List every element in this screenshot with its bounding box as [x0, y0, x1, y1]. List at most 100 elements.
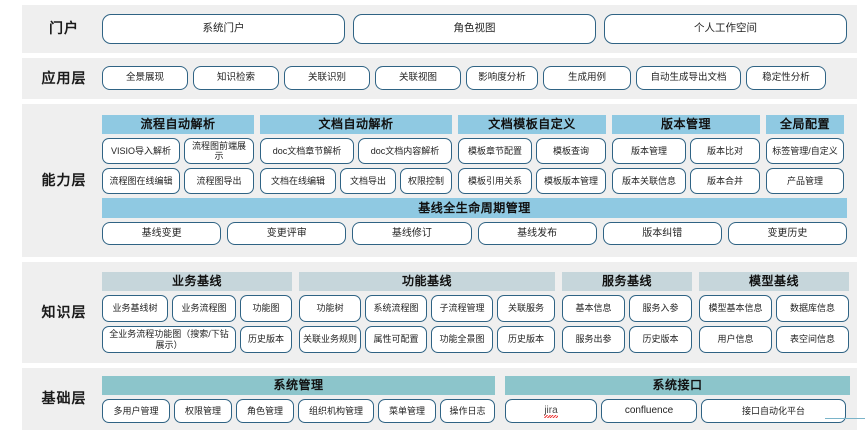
lifecycle-button[interactable]: 变更评审: [227, 222, 347, 246]
band-label-base: 基础层: [41, 390, 87, 407]
application-button[interactable]: 关联识别: [284, 66, 370, 91]
knowledge-button[interactable]: 历史版本: [240, 326, 292, 354]
knowledge-button-row: 服务出参历史版本: [562, 326, 692, 354]
capability-button[interactable]: 流程图前端展示: [184, 138, 254, 165]
lifecycle-button[interactable]: 基线变更: [102, 222, 222, 246]
base-button[interactable]: 权限管理: [174, 398, 232, 423]
capability-button[interactable]: 版本管理: [612, 138, 686, 165]
capability-button[interactable]: 流程图导出: [184, 168, 254, 195]
capability-button[interactable]: 模板查询: [536, 138, 606, 165]
button-label: 系统门户: [202, 22, 245, 35]
band-label-portal: 门户: [49, 20, 79, 37]
knowledge-button[interactable]: 表空间信息: [776, 326, 849, 354]
knowledge-button[interactable]: 用户信息: [699, 326, 772, 354]
knowledge-button[interactable]: 全业务流程功能图（搜索/下钻展示）: [102, 326, 236, 354]
button-label: 流程图前端展示: [191, 141, 246, 162]
capability-button[interactable]: VISIO导入解析: [102, 138, 180, 165]
portal-button[interactable]: 个人工作空间: [604, 13, 847, 44]
capability-button[interactable]: 版本关联信息: [612, 168, 686, 195]
base-button[interactable]: 角色管理: [236, 398, 294, 423]
capability-button[interactable]: 版本比对: [690, 138, 760, 165]
portal-button[interactable]: 系统门户: [102, 13, 345, 44]
knowledge-button[interactable]: 业务流程图: [172, 295, 236, 323]
knowledge-button[interactable]: 功能树: [299, 295, 361, 323]
application-button-row: 全景展现知识检索关联识别关联视图影响度分析生成用例自动生成导出文档稳定性分析: [102, 66, 847, 91]
button-label: 流程图在线编辑: [109, 176, 173, 187]
knowledge-button[interactable]: 关联业务规则: [299, 326, 361, 354]
base-button[interactable]: 菜单管理: [378, 398, 436, 423]
capability-button[interactable]: 模板章节配置: [458, 138, 532, 165]
lifecycle-button[interactable]: 基线修订: [352, 222, 472, 246]
capability-button[interactable]: doc文档章节解析: [260, 138, 354, 165]
lifecycle-button[interactable]: 变更历史: [727, 222, 848, 246]
capability-button[interactable]: 模板版本管理: [536, 168, 606, 195]
capability-button[interactable]: 标签管理/自定义: [766, 138, 844, 165]
button-label: 角色视图: [453, 22, 496, 35]
knowledge-button[interactable]: 服务入参: [629, 295, 692, 323]
capability-button[interactable]: 流程图在线编辑: [102, 168, 180, 195]
capability-button[interactable]: 权限控制: [400, 168, 452, 195]
capability-button[interactable]: 文档导出: [340, 168, 396, 195]
button-label: 基线修订: [391, 228, 432, 240]
knowledge-group-header: 模型基线: [699, 272, 849, 292]
application-button[interactable]: 影响度分析: [466, 66, 538, 91]
knowledge-button[interactable]: 属性可配置: [365, 326, 427, 354]
knowledge-button[interactable]: 子流程管理: [431, 295, 493, 323]
button-label: 数据库信息: [789, 303, 835, 314]
base-button[interactable]: 多用户管理: [102, 398, 170, 423]
knowledge-button[interactable]: 历史版本: [629, 326, 692, 354]
band-knowledge: 知识层 业务基线业务基线树业务流程图功能图全业务流程功能图（搜索/下钻展示）历史…: [22, 261, 857, 364]
capability-button[interactable]: 产品管理: [766, 168, 844, 195]
knowledge-button[interactable]: 功能图: [240, 295, 292, 323]
button-label: 角色管理: [246, 405, 283, 416]
button-label: 版本纠错: [642, 228, 683, 240]
base-button[interactable]: jira: [505, 398, 597, 423]
button-label: 接口自动化平台: [741, 405, 805, 416]
knowledge-button[interactable]: 数据库信息: [776, 295, 849, 323]
knowledge-button[interactable]: 模型基本信息: [699, 295, 772, 323]
button-label: 系统流程图: [373, 303, 419, 314]
base-group: 系统管理多用户管理权限管理角色管理组织机构管理菜单管理操作日志: [102, 375, 495, 423]
knowledge-button[interactable]: 基本信息: [562, 295, 625, 323]
knowledge-button[interactable]: 业务基线树: [102, 295, 168, 323]
capability-button[interactable]: 文档在线编辑: [260, 168, 336, 195]
application-button[interactable]: 全景展现: [102, 66, 188, 91]
base-button[interactable]: 组织机构管理: [298, 398, 374, 423]
button-label: 模板章节配置: [467, 146, 522, 157]
knowledge-group-row: 业务基线业务基线树业务流程图功能图全业务流程功能图（搜索/下钻展示）历史版本功能…: [102, 267, 849, 358]
knowledge-button[interactable]: 服务出参: [562, 326, 625, 354]
base-button[interactable]: 操作日志: [440, 398, 495, 423]
application-button[interactable]: 知识检索: [193, 66, 279, 91]
capability-button[interactable]: 模板引用关系: [458, 168, 532, 195]
button-label: 版本合并: [706, 176, 743, 187]
knowledge-button[interactable]: 关联服务: [497, 295, 555, 323]
application-button[interactable]: 关联视图: [375, 66, 461, 91]
capability-group: 版本管理版本管理版本比对版本关联信息版本合并: [612, 115, 760, 195]
knowledge-button[interactable]: 历史版本: [497, 326, 555, 354]
button-label: 子流程管理: [439, 303, 485, 314]
capability-group-header: 文档自动解析: [260, 115, 452, 135]
portal-button[interactable]: 角色视图: [353, 13, 596, 44]
capability-button[interactable]: doc文档内容解析: [358, 138, 452, 165]
button-label: 历史版本: [507, 334, 544, 345]
button-label: 标签管理/自定义: [772, 146, 838, 157]
knowledge-button[interactable]: 功能全景图: [431, 326, 493, 354]
capability-group: 文档模板自定义模板章节配置模板查询模板引用关系模板版本管理: [458, 115, 606, 195]
base-button[interactable]: confluence: [601, 398, 697, 423]
knowledge-group: 业务基线业务基线树业务流程图功能图全业务流程功能图（搜索/下钻展示）历史版本: [102, 272, 292, 354]
lifecycle-button[interactable]: 版本纠错: [602, 222, 722, 246]
capability-button[interactable]: 版本合并: [690, 168, 760, 195]
application-button[interactable]: 自动生成导出文档: [636, 66, 741, 91]
button-label: 业务基线树: [112, 303, 158, 314]
application-button[interactable]: 生成用例: [543, 66, 631, 91]
base-button[interactable]: 接口自动化平台: [701, 398, 846, 423]
lifecycle-button[interactable]: 基线发布: [477, 222, 597, 246]
knowledge-button[interactable]: 系统流程图: [365, 295, 427, 323]
capability-button-row: 流程图在线编辑流程图导出: [102, 168, 254, 195]
knowledge-body: 业务基线业务基线树业务流程图功能图全业务流程功能图（搜索/下钻展示）历史版本功能…: [102, 267, 849, 358]
application-button[interactable]: 稳定性分析: [746, 66, 826, 91]
button-label: 组织机构管理: [308, 405, 363, 416]
